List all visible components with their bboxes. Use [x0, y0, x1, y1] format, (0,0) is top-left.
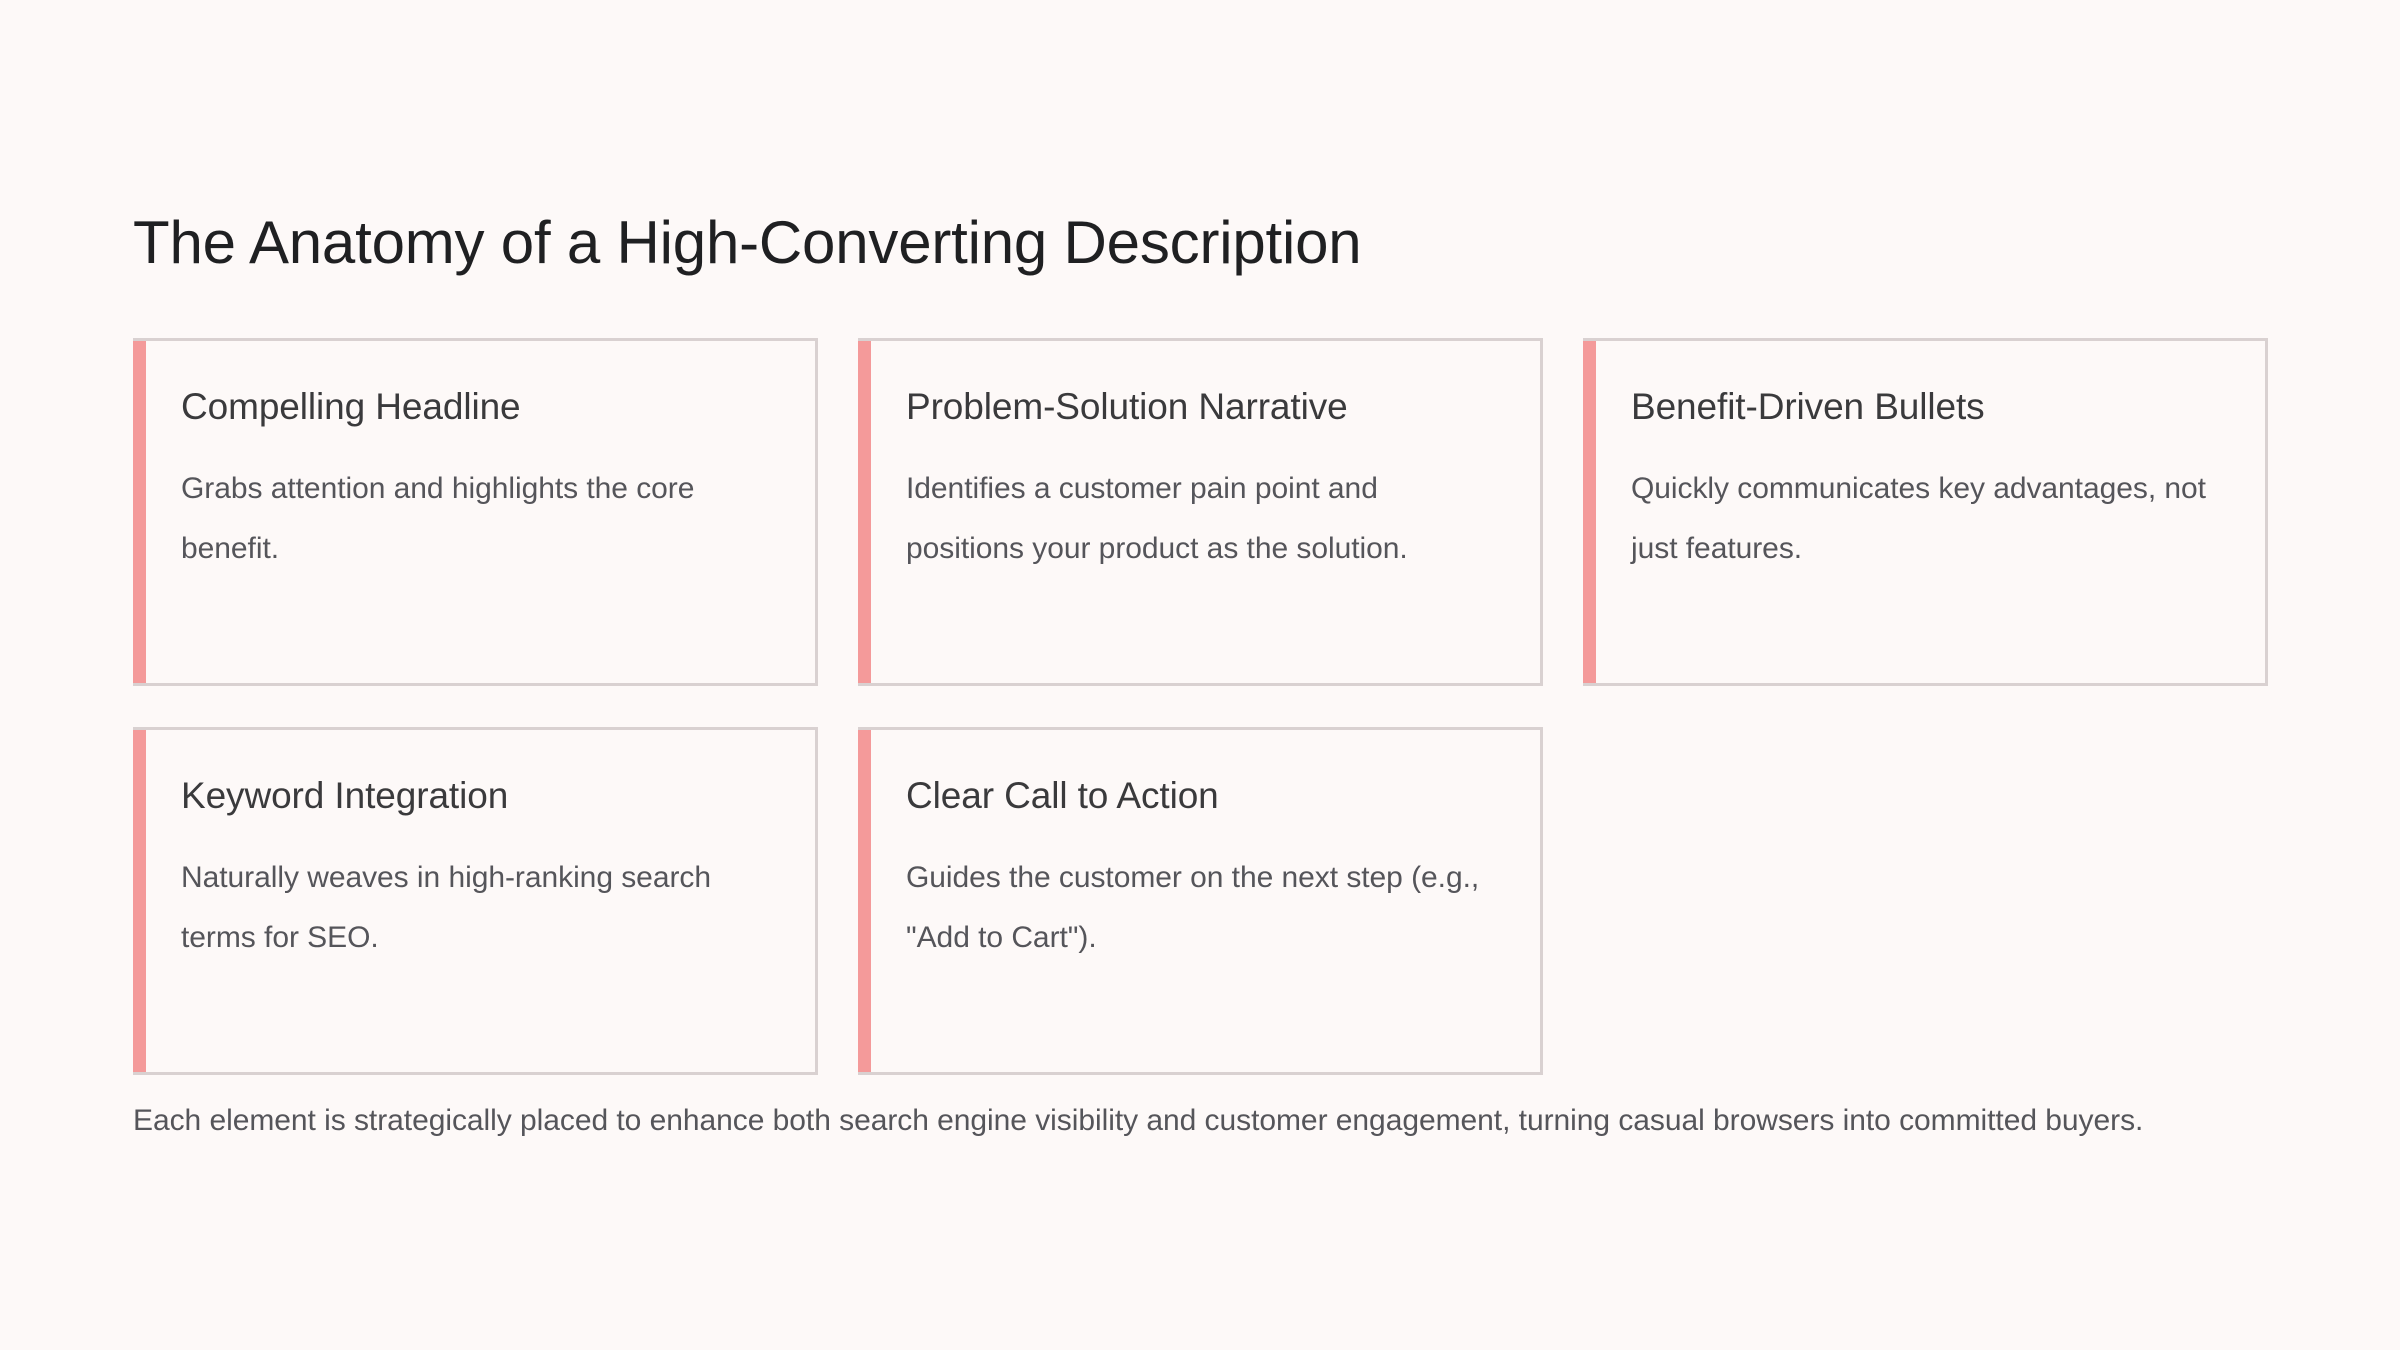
feature-cards-grid: Compelling Headline Grabs attention and …: [133, 338, 2268, 1075]
accent-bar-icon: [133, 341, 146, 683]
feature-card-problem-solution-narrative[interactable]: Problem-Solution Narrative Identifies a …: [858, 338, 1543, 686]
summary-paragraph: Each element is strategically placed to …: [133, 1104, 2144, 1137]
feature-card-compelling-headline[interactable]: Compelling Headline Grabs attention and …: [133, 338, 818, 686]
feature-card-title: Benefit-Driven Bullets: [1631, 386, 1985, 427]
feature-card-description: Guides the customer on the next step (e.…: [906, 861, 1480, 955]
page-title: The Anatomy of a High-Converting Descrip…: [133, 209, 1362, 277]
feature-card-title: Keyword Integration: [181, 775, 509, 816]
feature-card-description: Grabs attention and highlights the core …: [181, 472, 695, 566]
feature-card-description: Naturally weaves in high-ranking search …: [181, 861, 711, 955]
feature-card-description: Identifies a customer pain point and pos…: [906, 472, 1408, 566]
feature-card-title: Problem-Solution Narrative: [906, 386, 1348, 427]
accent-bar-icon: [858, 730, 871, 1072]
feature-card-benefit-driven-bullets[interactable]: Benefit-Driven Bullets Quickly communica…: [1583, 338, 2268, 686]
accent-bar-icon: [858, 341, 871, 683]
feature-card-clear-call-to-action[interactable]: Clear Call to Action Guides the customer…: [858, 727, 1543, 1075]
feature-card-description: Quickly communicates key advantages, not…: [1631, 472, 2206, 566]
accent-bar-icon: [133, 730, 146, 1072]
feature-card-title: Compelling Headline: [181, 386, 521, 427]
feature-card-title: Clear Call to Action: [906, 775, 1219, 816]
accent-bar-icon: [1583, 341, 1596, 683]
feature-card-keyword-integration[interactable]: Keyword Integration Naturally weaves in …: [133, 727, 818, 1075]
